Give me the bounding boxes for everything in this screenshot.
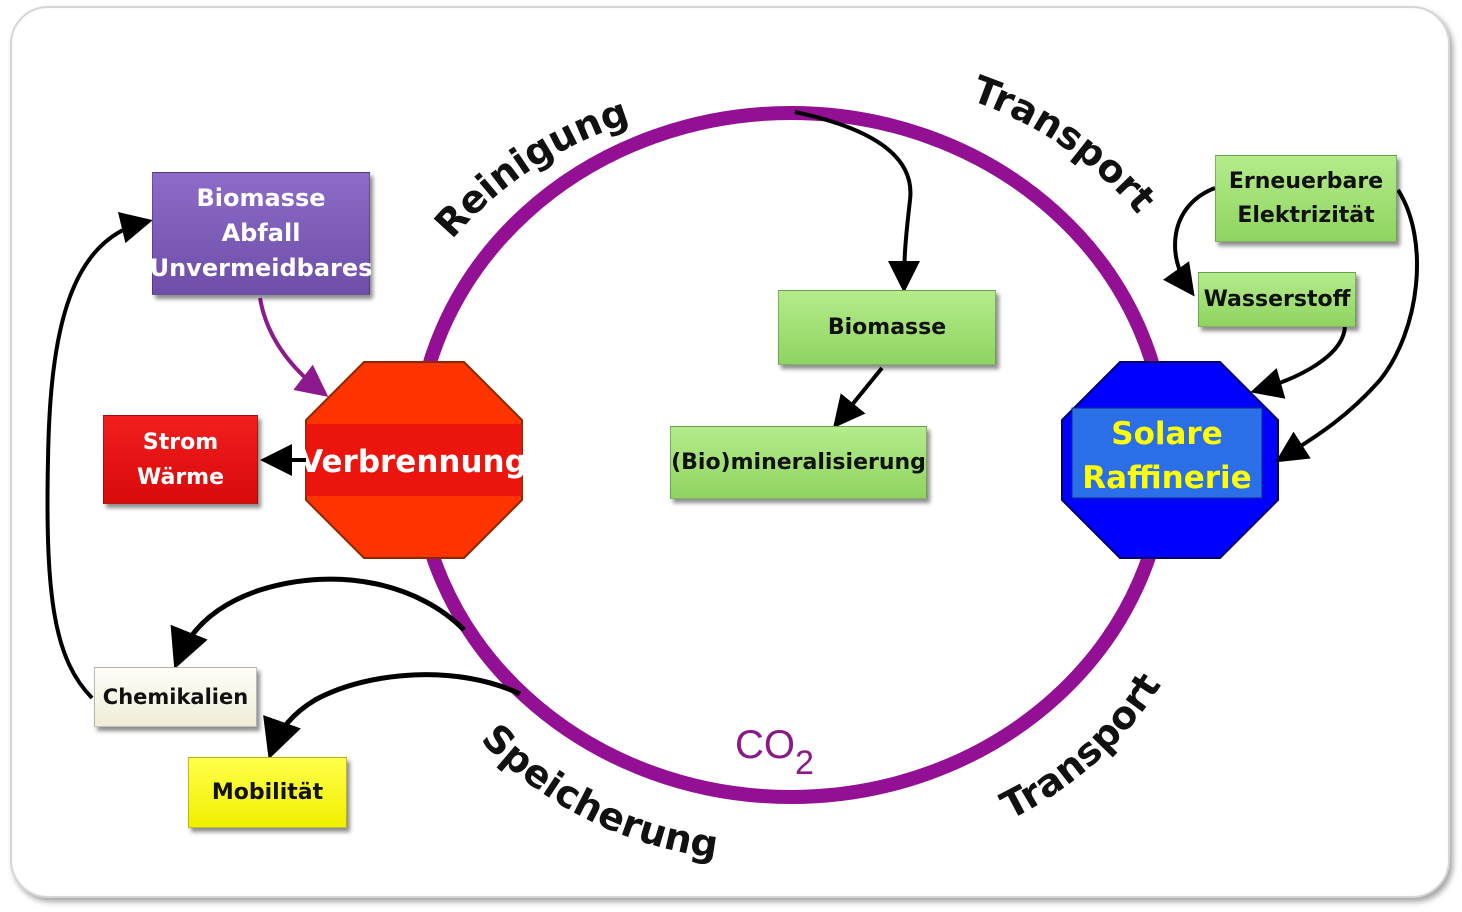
arrow-wasserstoff-to-raffinerie — [1250, 324, 1347, 399]
arrow-ring-to-mobilitaet — [263, 672, 522, 760]
arrow-chemikalien-to-biomasse-abfall — [45, 212, 153, 700]
solare-raffinerie-line2: Raffinerie — [1082, 460, 1251, 496]
verbrennung-label: Verbrennung — [299, 444, 527, 480]
box-mobilitaet: Mobilität — [188, 757, 347, 828]
box-strom-waerme: Strom Wärme — [103, 415, 258, 504]
box-biomineralisierung: (Bio)mineralisierung — [670, 426, 927, 499]
verbrennung-label-bar — [306, 424, 522, 496]
arrow-biomasse-to-mineralisierung — [832, 366, 884, 429]
box-biomasse-abfall: Biomasse Abfall Unvermeidbares — [150, 172, 372, 295]
box-biomasse: Biomasse — [778, 290, 996, 365]
label-speicherung: Speicherung — [473, 715, 721, 867]
box-chemikalien: Chemikalien — [94, 667, 257, 727]
arrow-ring-to-chemikalien — [170, 576, 466, 670]
arrow-erneuerbare-to-raffinerie — [1275, 188, 1420, 463]
solare-raffinerie-label-box — [1071, 407, 1263, 499]
box-wasserstoff: Wasserstoff — [1198, 272, 1356, 327]
label-transport-bottom: Transport — [994, 665, 1169, 828]
label-transport-top: Transport — [967, 67, 1165, 221]
solare-raffinerie-line1: Solare — [1111, 416, 1222, 452]
box-erneuerbare-elektrizitaet: Erneuerbare Elektrizität — [1215, 155, 1397, 242]
co2-label: CO2 — [735, 723, 814, 782]
arrow-biomasse-abfall-to-verbrennung — [258, 297, 329, 397]
arrow-ring-to-biomasse — [794, 110, 921, 293]
label-reinigung: Reinigung — [426, 89, 634, 245]
arrow-erneuerbare-to-wasserstoff — [1163, 186, 1216, 297]
